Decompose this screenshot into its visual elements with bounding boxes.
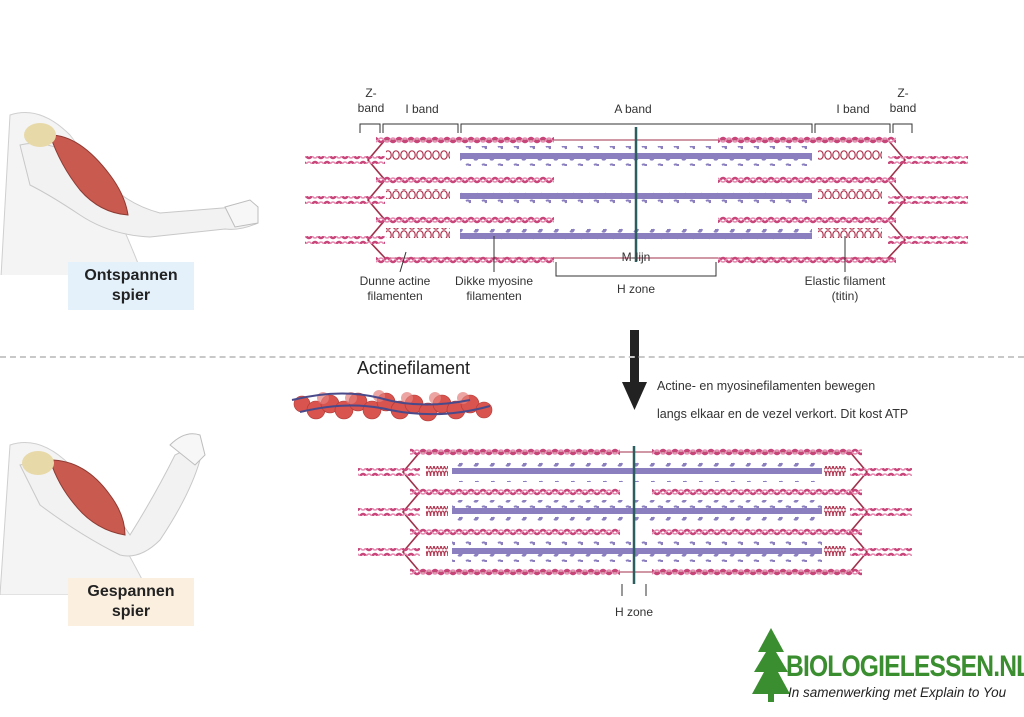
elastic-filament-label: Elastic filament (titin) [804,274,886,303]
thick-myosin-label: Dikke myosine filamenten [454,274,534,303]
tense-arm-illustration [0,433,206,595]
tense-muscle-badge: Gespannen spier [68,578,194,626]
a-band-label: A band [614,102,652,116]
m-line-label: M-lijn [621,250,651,264]
description-line-2: langs elkaar en de vezel verkort. Dit ko… [657,407,909,421]
relaxed-arm-illustration [0,112,259,275]
description-line-1: Actine- en myosinefilamenten bewegen [657,379,876,393]
section-divider [0,356,1024,358]
logo-text: BIOLOGIELESSEN.NL [786,650,1024,683]
logo-subtext: In samenwerking met Explain to You [788,685,1007,700]
z-band-right-label: Z- band [889,86,917,115]
h-zone-top-label: H zone [616,282,656,296]
h-zone-bottom-label: H zone [614,605,654,619]
contraction-description: Actine- en myosinefilamenten bewegen lan… [657,372,908,428]
z-band-left-label: Z- band [357,86,385,115]
actin-filament-illustration [291,390,493,422]
thin-actin-label: Dunne actine filamenten [359,274,431,303]
band-brackets [359,123,913,133]
actin-filament-title: Actinefilament [357,358,471,378]
i-band-right-label: I band [836,102,870,116]
tree-logo-icon [752,628,790,702]
down-arrow-icon [622,330,647,410]
i-band-left-label: I band [405,102,439,116]
relaxed-muscle-badge: Ontspannen spier [68,262,194,310]
